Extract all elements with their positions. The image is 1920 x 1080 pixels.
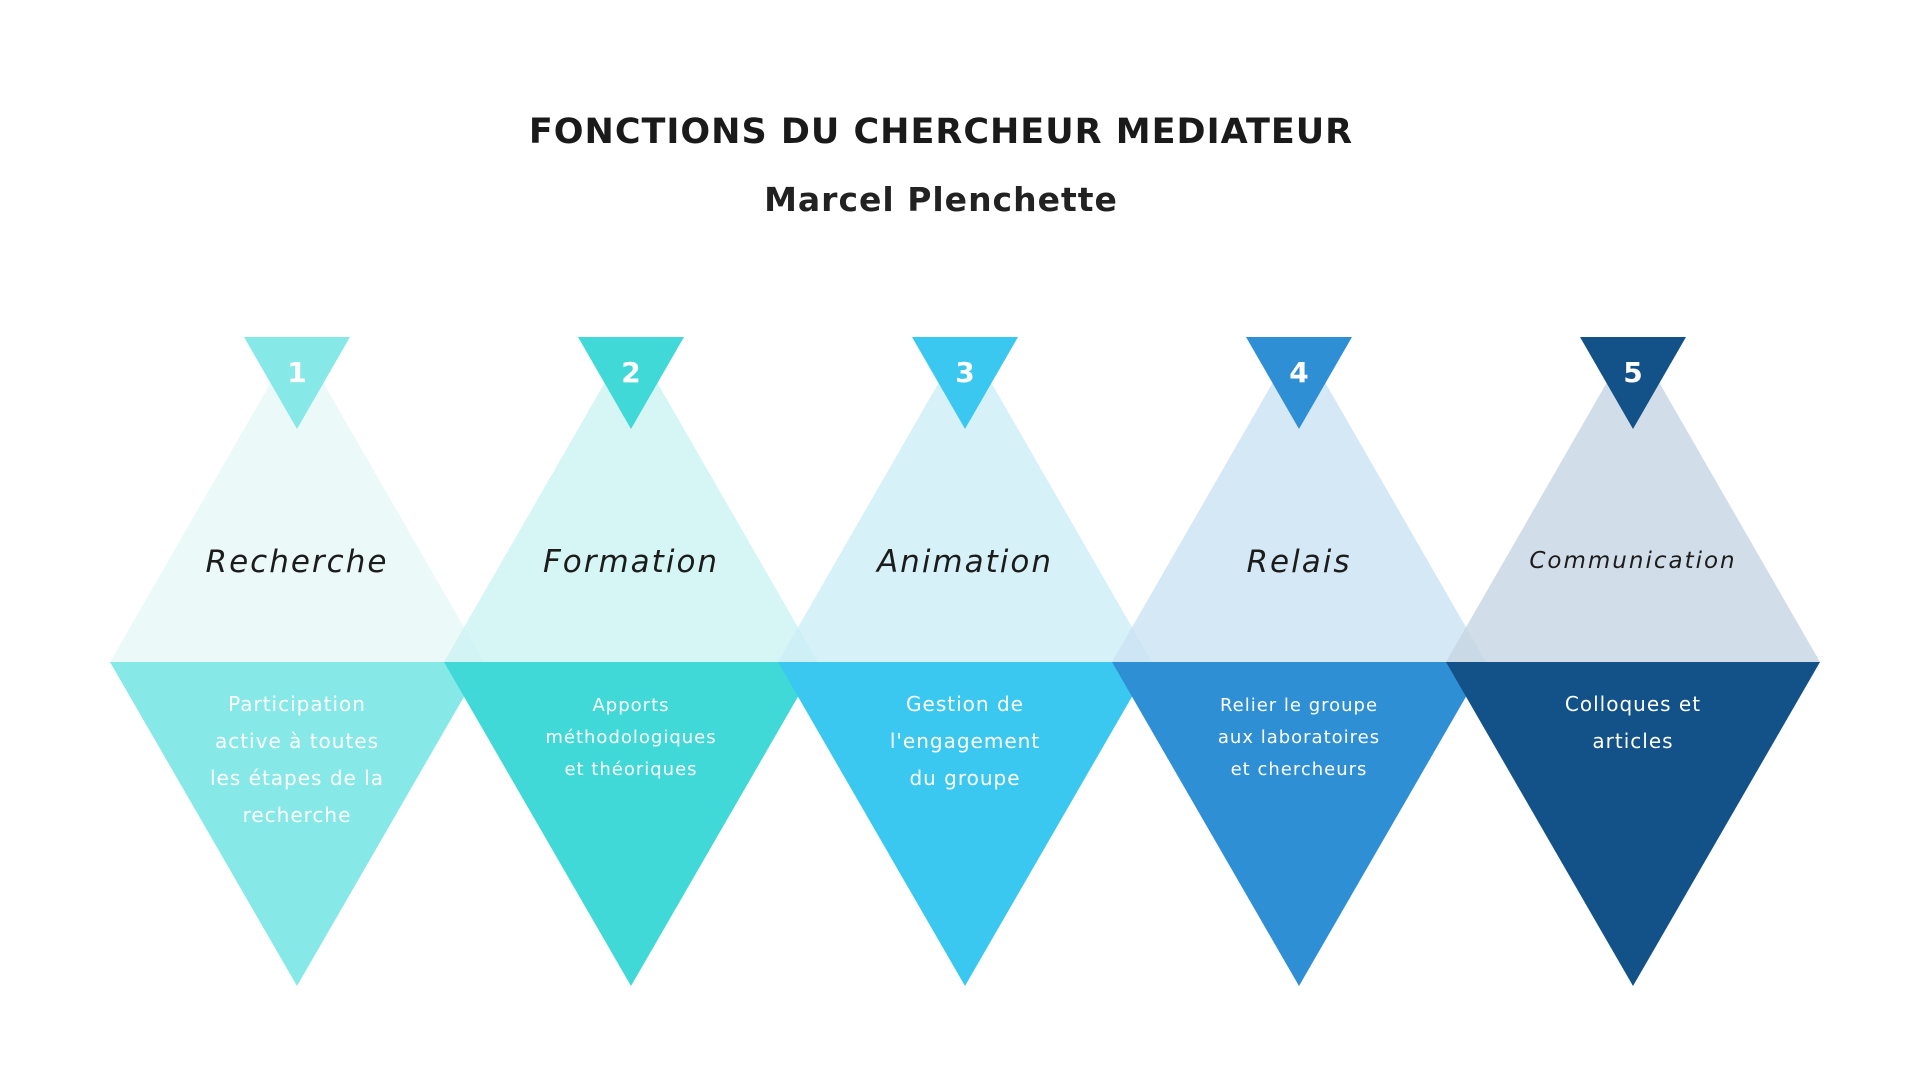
step-description-line: et théoriques <box>564 759 697 780</box>
step-number-badge <box>578 337 684 429</box>
step-lower-triangle <box>1112 662 1486 986</box>
step-description-line: les étapes de la <box>210 766 384 790</box>
step-number-badge <box>244 337 350 429</box>
step-upper-triangle <box>444 337 818 662</box>
step-label: Relais <box>1247 544 1352 580</box>
step-number: 5 <box>1623 356 1642 389</box>
step-lower-triangle <box>110 662 484 986</box>
step-label: Recherche <box>206 544 389 580</box>
step-label: Animation <box>875 544 1053 580</box>
step-upper-triangle <box>1446 337 1820 662</box>
page-title: FONCTIONS DU CHERCHEUR MEDIATEUR <box>528 112 1354 152</box>
step-description-line: et chercheurs <box>1231 759 1368 780</box>
step-number-badge <box>912 337 1018 429</box>
step-upper-triangle <box>1112 337 1486 662</box>
step-number: 1 <box>287 356 306 389</box>
step-description-line: Participation <box>228 692 366 716</box>
step-description-line: aux laboratoires <box>1218 727 1380 748</box>
step-number-badge <box>1246 337 1352 429</box>
step-description-line: active à toutes <box>215 729 379 753</box>
step-upper-triangle <box>110 337 484 662</box>
page-subtitle: Marcel Plenchette <box>764 180 1118 219</box>
step-description-line: recherche <box>243 803 352 827</box>
step-number: 2 <box>621 356 640 389</box>
step-description-line: articles <box>1592 729 1673 753</box>
step-lower-triangle <box>1446 662 1820 986</box>
step-lower-triangle <box>778 662 1152 986</box>
step-description-line: méthodologiques <box>545 727 716 748</box>
step-upper-triangle <box>778 337 1152 662</box>
step-description-line: Apports <box>592 695 669 716</box>
step-lower-triangle <box>444 662 818 986</box>
step-description-line: du groupe <box>909 766 1020 790</box>
step-description-line: Gestion de <box>906 692 1024 716</box>
step-number: 4 <box>1289 356 1308 389</box>
step-description-line: Colloques et <box>1565 692 1701 716</box>
step-label: Formation <box>543 544 719 580</box>
step-number-badge <box>1580 337 1686 429</box>
step-description-line: l'engagement <box>890 729 1040 753</box>
step-label: Communication <box>1529 548 1736 574</box>
step-number: 3 <box>955 356 974 389</box>
step-description-line: Relier le groupe <box>1220 695 1378 716</box>
